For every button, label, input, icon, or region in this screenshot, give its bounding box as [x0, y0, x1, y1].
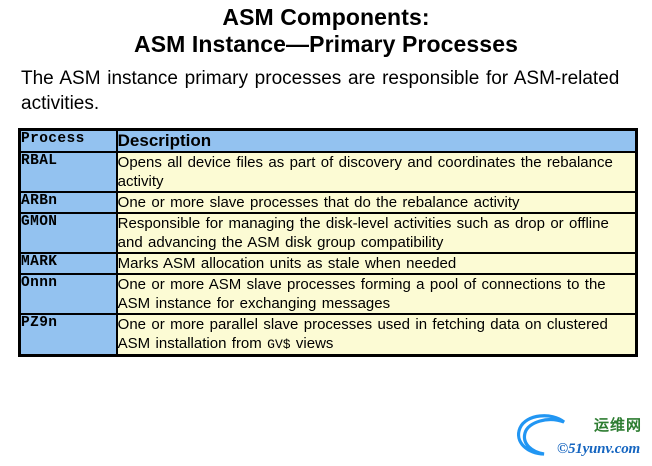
watermark-chinese-text: 运维网	[593, 416, 642, 434]
table-row: Onnn One or more ASM slave processes for…	[18, 273, 638, 315]
process-description-cell: One or more parallel slave processes use…	[115, 313, 638, 357]
asm-processes-table: Process Description RBAL Opens all devic…	[18, 128, 638, 357]
watermark-domain-text: ©51yunv.com	[556, 441, 640, 457]
gv-dollar-view-reference: GV$	[267, 337, 291, 352]
process-name-cell: GMON	[18, 212, 118, 254]
column-header-process: Process	[18, 128, 118, 153]
site-watermark: 运维网 ©51yunv.com	[506, 406, 646, 462]
table-row: MARK Marks ASM allocation units as stale…	[18, 252, 638, 275]
description-text-after: views	[290, 335, 334, 352]
process-name-cell: Onnn	[18, 273, 118, 315]
swoosh-logo-icon	[517, 414, 566, 456]
title-line-2: ASM Instance—Primary Processes	[134, 31, 518, 57]
table-header-row: Process Description	[18, 128, 638, 153]
intro-paragraph: The ASM instance primary processes are r…	[21, 68, 620, 114]
process-description-cell: Responsible for managing the disk-level …	[115, 212, 638, 254]
page-title: ASM Components: ASM Instance—Primary Pro…	[0, 0, 652, 58]
title-line-1: ASM Components:	[222, 4, 430, 30]
process-description-cell: Marks ASM allocation units as stale when…	[115, 252, 638, 275]
table-row: PZ9n One or more parallel slave processe…	[18, 313, 638, 357]
process-name-cell: ARBn	[18, 191, 118, 214]
description-text-before: One or more parallel slave processes use…	[117, 316, 608, 352]
process-description-cell: One or more ASM slave processes forming …	[115, 273, 638, 315]
table-row: GMON Responsible for managing the disk-l…	[18, 212, 638, 254]
table-row: RBAL Opens all device files as part of d…	[18, 151, 638, 193]
column-header-description: Description	[115, 128, 638, 153]
process-description-cell: One or more slave processes that do the …	[115, 191, 638, 214]
process-name-cell: PZ9n	[18, 313, 118, 357]
process-name-cell: RBAL	[18, 151, 118, 193]
process-description-cell: Opens all device files as part of discov…	[115, 151, 638, 193]
table-row: ARBn One or more slave processes that do…	[18, 191, 638, 214]
process-name-cell: MARK	[18, 252, 118, 275]
